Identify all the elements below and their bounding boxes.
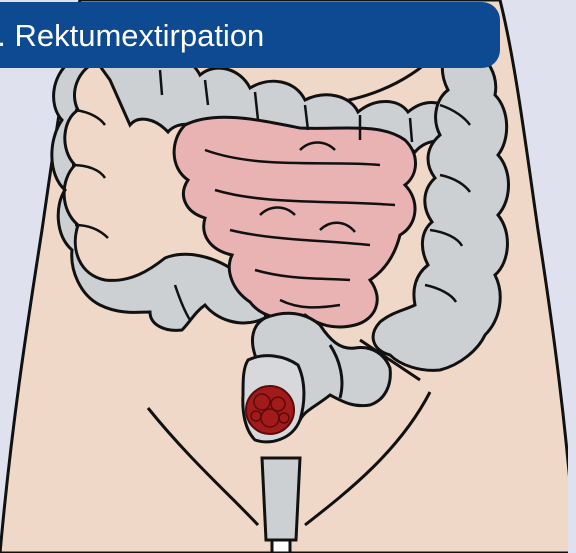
anal-canal (262, 458, 300, 540)
anal-canal-lower (272, 540, 290, 553)
tumor (246, 386, 294, 434)
title-banner: 2. Rektumextirpation (0, 2, 500, 68)
page-title: 2. Rektumextirpation (0, 18, 264, 54)
right-edge (568, 0, 576, 553)
